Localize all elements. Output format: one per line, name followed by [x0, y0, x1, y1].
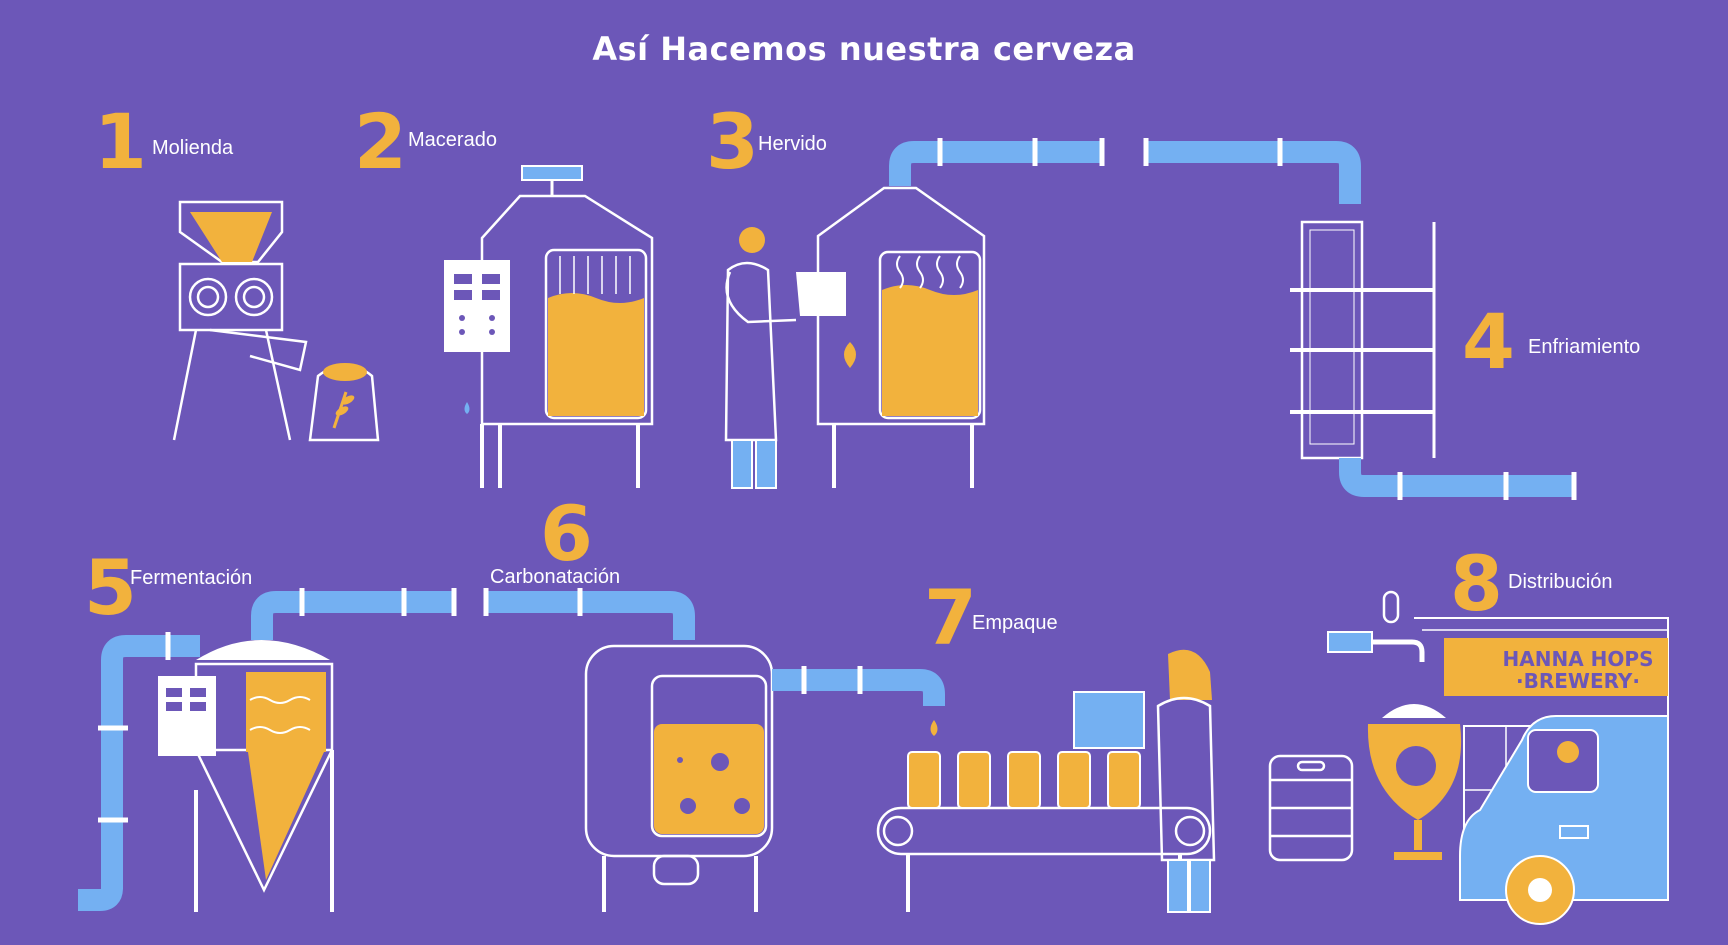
fermenter — [78, 632, 334, 912]
brewer-man — [724, 227, 846, 489]
brewery-sign-line-1: HANNA HOPS — [1503, 647, 1654, 671]
pipe-to-cooler — [889, 138, 1361, 204]
step-7-number: 7 — [924, 573, 977, 662]
step-4-number: 4 — [1462, 297, 1515, 386]
step-5-label: Fermentación — [130, 567, 253, 589]
step-3-label: Hervido — [758, 133, 827, 155]
beer-glass — [1367, 704, 1462, 860]
step-4-label: Enfriamiento — [1528, 336, 1641, 358]
step-1-label: Molienda — [152, 137, 234, 159]
canning-line — [876, 691, 1212, 912]
page-title: Así Hacemos nuestra cerveza — [592, 30, 1136, 68]
bright-tank — [584, 644, 945, 912]
brew-kettle — [816, 186, 986, 488]
step-7-label: Empaque — [972, 612, 1058, 634]
mash-tun — [464, 165, 654, 488]
step-2-label: Macerado — [408, 129, 497, 151]
step-6-label: Carbonatación — [490, 566, 621, 588]
brewery-building — [1414, 617, 1669, 870]
grain-sack — [308, 363, 380, 442]
worker-woman — [1156, 649, 1216, 913]
delivery-truck — [1459, 715, 1669, 925]
grain-mill — [172, 200, 308, 441]
step-1-number: 1 — [94, 97, 147, 186]
step-8-label: Distribución — [1508, 571, 1613, 593]
step-8-number: 8 — [1450, 539, 1503, 628]
wort-cooler — [1290, 220, 1577, 500]
step-2-number: 2 — [354, 97, 407, 186]
step-5-number: 5 — [84, 543, 137, 632]
beer-keg — [1268, 754, 1354, 862]
control-panel — [444, 260, 510, 352]
step-6-number: 6 — [540, 489, 593, 578]
step-3-number: 3 — [706, 97, 759, 186]
pipe-to-carbonation — [251, 588, 695, 640]
brewery-sign-line-2: ·BREWERY· — [1516, 669, 1640, 693]
beer-tap — [1327, 590, 1425, 662]
